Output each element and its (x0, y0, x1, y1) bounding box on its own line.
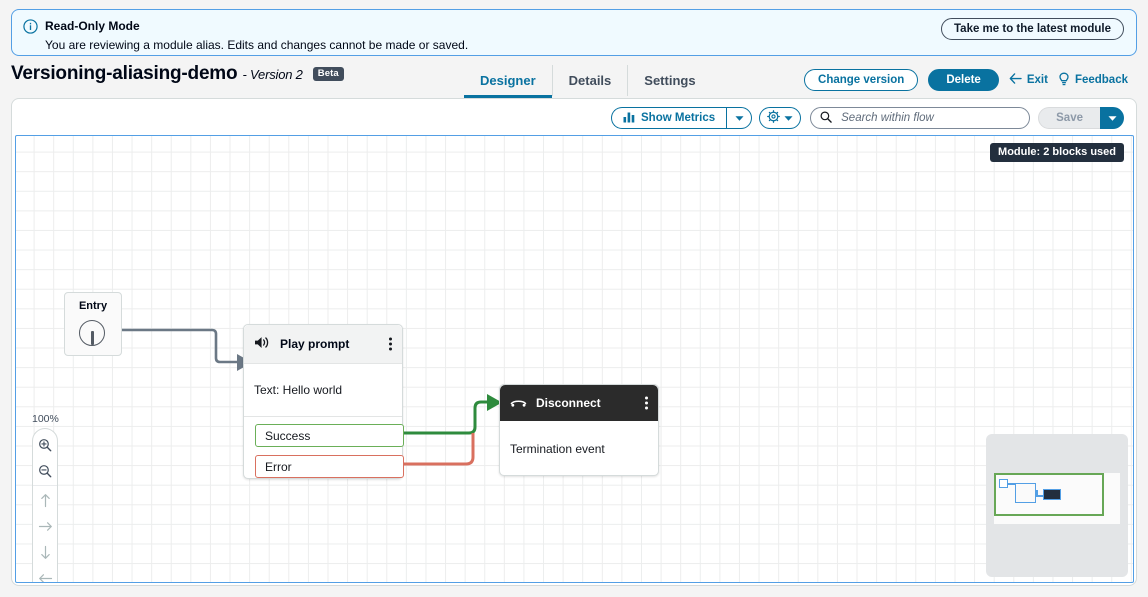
node-disconnect[interactable]: Disconnect Termination event (499, 384, 659, 476)
search-icon (820, 111, 832, 126)
zoom-controls (32, 428, 58, 582)
header-row: Versioning-aliasing-demo - Version 2 Bet… (0, 63, 1148, 98)
read-only-banner: Read-Only Mode You are reviewing a modul… (11, 9, 1137, 56)
page-title: Versioning-aliasing-demo - Version 2 Bet… (11, 63, 344, 85)
pan-up-button[interactable] (33, 487, 57, 513)
zoom-in-button[interactable] (33, 432, 57, 458)
edge-entry-to-play (108, 328, 237, 364)
delete-button[interactable]: Delete (928, 69, 999, 91)
node-play-prompt-body: Text: Hello world (244, 364, 402, 417)
minimap-node-entry (999, 479, 1008, 488)
node-play-prompt-header: Play prompt (244, 325, 402, 364)
edge-success-to-disconnect (403, 400, 490, 435)
search-within-flow-box[interactable] (810, 107, 1031, 129)
zoom-level-label: 100% (32, 413, 59, 425)
feedback-label: Feedback (1074, 74, 1128, 86)
node-play-prompt[interactable]: Play prompt Text: Hello world Success Er… (243, 324, 404, 479)
node-disconnect-title: Disconnect (536, 396, 601, 410)
version-label: - Version 2 (242, 67, 303, 82)
phone-hangup-icon (510, 395, 527, 412)
tab-details[interactable]: Details (553, 65, 629, 96)
pan-right-button[interactable] (33, 513, 57, 539)
node-play-prompt-title: Play prompt (280, 337, 350, 351)
flow-toolbar: Show Metrics (12, 103, 1138, 133)
flow-settings-button[interactable] (759, 107, 802, 129)
tab-settings[interactable]: Settings (644, 73, 696, 88)
info-circle-icon (23, 19, 38, 34)
take-me-to-latest-module-button[interactable]: Take me to the latest module (941, 18, 1124, 40)
minimap-node-disconnect (1043, 489, 1061, 500)
gear-caret-icon (784, 111, 793, 125)
gear-icon (767, 110, 781, 126)
tab-designer[interactable]: Designer (464, 65, 553, 98)
node-disconnect-header: Disconnect (500, 385, 658, 421)
node-play-prompt-menu-icon[interactable] (389, 337, 392, 351)
flow-canvas[interactable]: Module: 2 blocks used Entry (15, 135, 1134, 583)
save-button: Save (1038, 107, 1100, 129)
pan-down-button[interactable] (33, 539, 57, 565)
module-name: Versioning-aliasing-demo (11, 63, 238, 84)
designer-panel: Show Metrics (11, 98, 1137, 586)
exit-label: Exit (1026, 74, 1048, 86)
arrow-left-icon (1009, 73, 1022, 87)
node-entry[interactable]: Entry (64, 292, 122, 356)
bar-chart-icon (623, 111, 635, 126)
speaker-icon (254, 335, 271, 353)
search-input[interactable] (839, 111, 1021, 125)
show-metrics-label: Show Metrics (641, 112, 716, 124)
save-caret-button[interactable] (1100, 107, 1124, 129)
edge-error-to-disconnect (403, 433, 475, 466)
edge-layer (108, 328, 502, 466)
banner-title: Read-Only Mode (45, 19, 140, 33)
node-port-success[interactable]: Success (255, 424, 404, 447)
minimap[interactable] (986, 434, 1128, 577)
show-metrics-button[interactable]: Show Metrics (611, 107, 727, 129)
node-disconnect-body: Termination event (510, 441, 605, 456)
show-metrics-caret-button[interactable] (726, 107, 753, 129)
show-metrics-group: Show Metrics (611, 107, 753, 129)
tab-bar: Designer Details Settings (464, 65, 712, 98)
zoom-out-button[interactable] (33, 458, 57, 484)
entry-port-stub (91, 331, 94, 345)
minimap-edge-3 (1036, 495, 1044, 497)
pan-left-button[interactable] (33, 565, 57, 582)
node-port-error[interactable]: Error (255, 455, 404, 478)
entry-circle-icon (79, 320, 105, 346)
zoom-divider (33, 485, 57, 486)
lightbulb-icon (1058, 72, 1070, 89)
module-blocks-badge: Module: 2 blocks used (990, 143, 1124, 162)
header-actions: Change version Delete Exit Feedback (804, 69, 1128, 91)
beta-badge: Beta (312, 67, 344, 81)
minimap-viewport[interactable] (994, 473, 1104, 516)
save-group: Save (1038, 107, 1124, 129)
minimap-edge-1 (1008, 483, 1016, 485)
feedback-link[interactable]: Feedback (1058, 72, 1128, 89)
node-disconnect-menu-icon[interactable] (645, 396, 648, 410)
change-version-button[interactable]: Change version (804, 69, 919, 91)
minimap-node-play-prompt (1015, 483, 1036, 503)
entry-label: Entry (78, 300, 108, 312)
minimap-edge-4 (1036, 490, 1038, 496)
exit-link[interactable]: Exit (1009, 73, 1048, 87)
edge-success-arrowhead (487, 394, 502, 411)
banner-description: You are reviewing a module alias. Edits … (45, 38, 469, 53)
